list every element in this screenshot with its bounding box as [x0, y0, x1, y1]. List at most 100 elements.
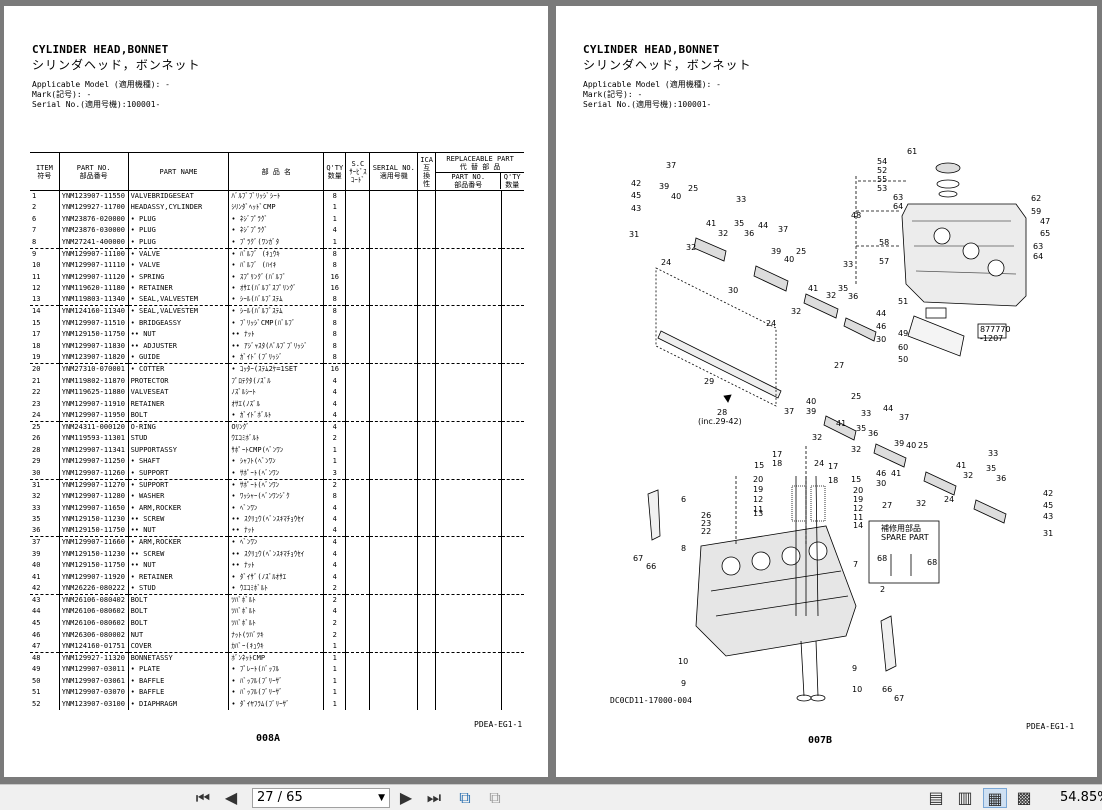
single-page-view-icon[interactable]: ▤	[928, 788, 944, 807]
header-jp-name: 部 品 名	[228, 152, 325, 191]
sc-cell	[345, 687, 371, 699]
part-no-cell: YNM27310-070001	[59, 363, 129, 376]
serial-cell	[369, 663, 419, 676]
sc-cell	[345, 259, 371, 272]
rep-qty-cell	[501, 352, 524, 365]
svg-text:19: 19	[753, 485, 763, 494]
serial-cell	[369, 687, 419, 699]
rep-qty-cell	[501, 236, 524, 249]
chevron-down-icon[interactable]: ▼	[378, 793, 385, 803]
serial-cell	[369, 467, 419, 480]
first-page-button[interactable]: ⏮	[195, 788, 211, 807]
svg-text:37: 37	[784, 407, 794, 416]
svg-text:39: 39	[894, 439, 904, 448]
qty-cell: 4	[323, 525, 347, 538]
svg-text:41: 41	[706, 219, 716, 228]
svg-text:42: 42	[631, 179, 641, 188]
sc-cell	[345, 317, 371, 330]
rep-qty-cell	[502, 283, 524, 295]
svg-text:9: 9	[852, 664, 857, 673]
part-name-cell: BOLT	[128, 606, 230, 618]
jp-name-cell: • ｶﾞｲﾄﾞ(ﾌﾞﾘｯｼﾞ	[228, 352, 325, 365]
serial-cell	[369, 502, 419, 514]
svg-text:46: 46	[876, 322, 886, 331]
last-page-button[interactable]: ⏭	[426, 788, 442, 807]
header-item: ITEM 符号	[30, 152, 60, 191]
part-no-cell: YNM119625-11880	[59, 386, 129, 399]
item-cell: 43	[30, 594, 60, 607]
rep-part-cell	[435, 340, 503, 353]
jp-name-cell: ﾊﾞﾙﾌﾞﾌﾞﾘｯｼﾞｼｰﾄ	[228, 190, 325, 203]
part-no-cell: YNM123907-11550	[59, 190, 129, 203]
svg-text:32: 32	[826, 291, 836, 300]
rep-part-cell	[435, 421, 503, 433]
header-ica: ICA 互 換 性	[417, 152, 437, 191]
rep-qty-cell	[502, 456, 524, 468]
item-cell: 18	[30, 340, 60, 353]
item-cell: 39	[30, 548, 60, 560]
svg-text:13: 13	[753, 509, 763, 518]
serial-cell	[369, 294, 419, 307]
item-cell: 8	[30, 236, 60, 249]
part-name-cell: • VALVE	[128, 248, 230, 260]
serial-cell	[369, 398, 419, 410]
prev-page-button[interactable]: ◀	[224, 788, 238, 807]
serial-cell	[369, 444, 419, 457]
jp-name-cell: •• ﾅｯﾄ	[228, 525, 325, 538]
jp-name-cell: • ｶﾞｲﾄﾞﾎﾞﾙﾄ	[228, 409, 325, 422]
svg-text:24: 24	[766, 319, 776, 328]
part-name-cell: BOLT	[128, 409, 230, 422]
sc-cell	[345, 363, 371, 376]
item-cell: 14	[30, 305, 60, 318]
svg-text:53: 53	[877, 184, 887, 193]
qty-cell: 4	[323, 571, 347, 584]
part-name-cell: SUPPORTASSY	[128, 444, 230, 457]
svg-text:24: 24	[661, 258, 671, 267]
rep-qty-cell	[502, 629, 524, 641]
part-no-cell: YNM124160-11340	[59, 305, 129, 318]
part-name-cell: • WASHER	[128, 490, 230, 503]
svg-text:37: 37	[899, 413, 909, 422]
item-cell: 20	[30, 363, 60, 376]
go-back-view-icon[interactable]: ⧉	[459, 788, 471, 807]
rep-part-cell	[435, 294, 503, 307]
serial-cell	[369, 548, 419, 560]
rep-qty-cell	[502, 687, 524, 699]
rep-part-cell	[435, 282, 503, 295]
jp-name-cell: ﾂﾊﾞﾎﾞﾙﾄ	[228, 617, 325, 630]
svg-text:64: 64	[893, 202, 903, 211]
continuous-view-icon[interactable]: ▥	[957, 788, 973, 807]
svg-text:10: 10	[678, 657, 688, 666]
jp-name-cell: • ｼｰﾙ(ﾊﾞﾙﾌﾞｽﾃﾑ	[228, 305, 325, 318]
jp-name-cell: • ﾌﾟﾚｰﾄ(ﾊﾞｯﾌﾙ	[228, 663, 325, 676]
rep-qty-cell	[501, 409, 524, 422]
page-number-text: 27 / 65	[257, 790, 303, 805]
svg-text:32: 32	[686, 243, 696, 252]
part-name-cell: BOLT	[128, 594, 230, 607]
item-cell: 30	[30, 467, 60, 480]
jp-name-cell: • ｼｬﾌﾄ(ﾍﾞﾝﾜﾝ	[228, 456, 325, 468]
two-page-view-icon[interactable]: ▦	[983, 788, 1007, 808]
next-page-button[interactable]: ▶	[399, 788, 413, 807]
zoom-level[interactable]: 54.85%	[1060, 790, 1102, 805]
serial-cell	[369, 248, 419, 260]
two-page-continuous-icon[interactable]: ▩	[1016, 788, 1032, 807]
part-no-cell: YNM129907-11110	[59, 259, 129, 272]
sc-cell	[345, 282, 371, 295]
go-forward-view-icon[interactable]: ⧉	[489, 788, 501, 807]
item-cell: 33	[30, 502, 60, 514]
qty-cell: 16	[323, 282, 347, 295]
qty-cell: 1	[323, 456, 347, 468]
page-number-field[interactable]: 27 / 65 ▼	[252, 788, 390, 808]
part-name-cell: • SEAL,VALVESTEM	[128, 294, 230, 307]
part-name-cell: •• SCREW	[128, 513, 230, 526]
sc-cell	[345, 271, 371, 283]
svg-text:63: 63	[893, 193, 903, 202]
sc-cell	[345, 698, 371, 711]
qty-cell: 1	[323, 640, 347, 653]
